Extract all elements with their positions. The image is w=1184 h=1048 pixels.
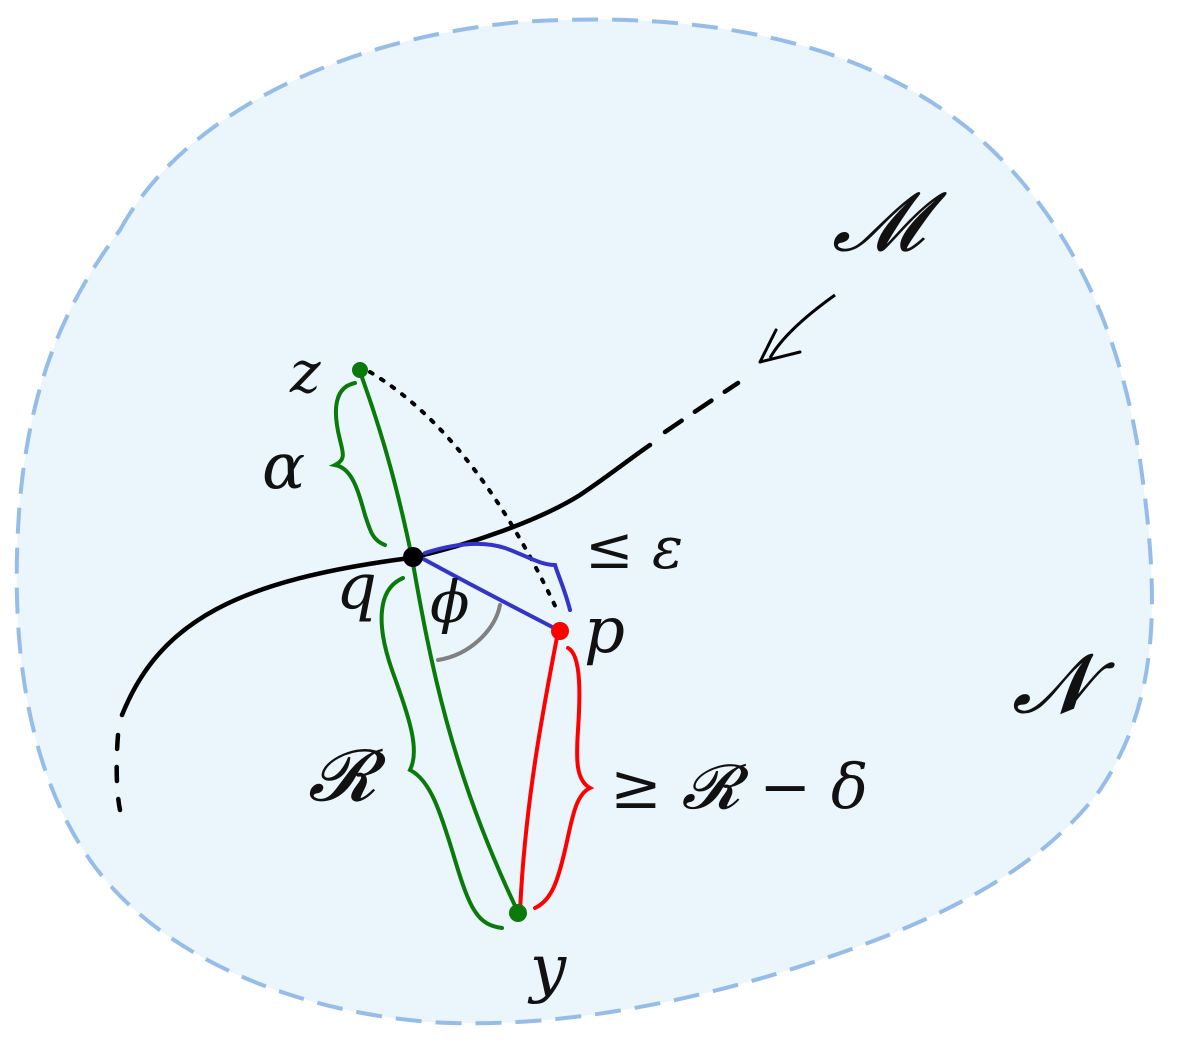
manifold-M-dashed-end [662,380,741,435]
label-ge-R-minus-delta: ≥ 𝓡 − δ [610,750,868,823]
region-N [14,17,1154,1026]
brace-R-minus-delta [533,646,595,910]
label-phi: ϕ [430,568,470,636]
label-alpha: α [262,430,305,504]
angle-arc-phi [436,603,502,662]
point-y [509,904,527,922]
segment-p-y [518,630,560,914]
label-z: z [289,338,321,406]
label-q: q [336,550,377,624]
label-p: p [584,594,625,668]
label-R: 𝓡 [308,733,387,817]
point-q [403,547,423,567]
label-y: y [527,932,567,1006]
brace-epsilon [423,542,572,612]
brace-alpha [328,381,387,547]
brace-R [379,576,504,930]
arrow-head [758,328,802,364]
manifold-M-dashed-start [114,732,123,813]
point-p [551,622,569,640]
point-z [352,362,368,378]
dotted-z-to-p [368,370,560,614]
label-le-epsilon: ≤ ε [585,514,683,582]
geodesic-z-q-y [358,370,520,914]
segment-q-p [416,554,560,632]
arrow-to-M [768,293,836,359]
